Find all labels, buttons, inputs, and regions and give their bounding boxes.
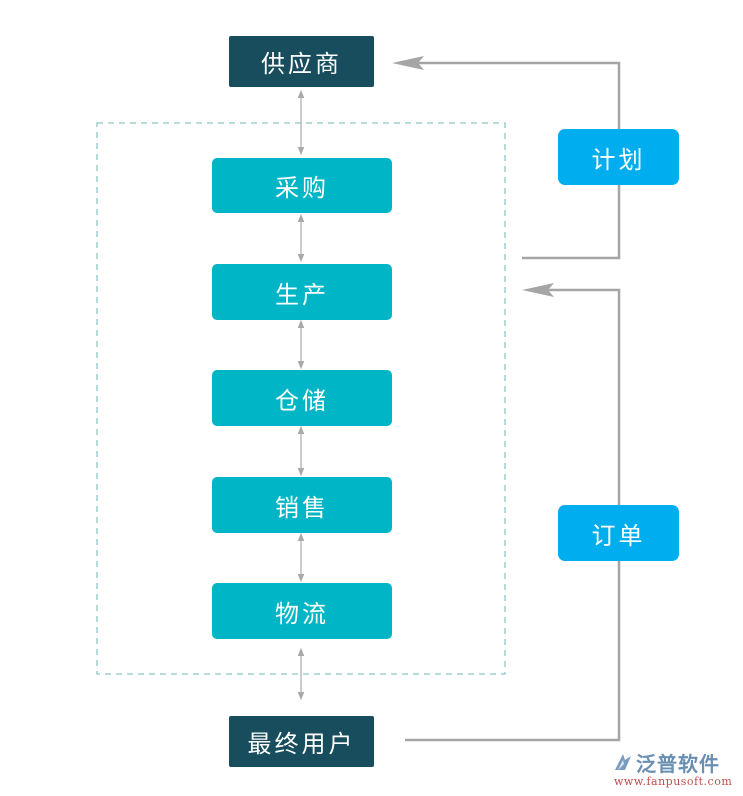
procurement-node: 采购 [212,158,392,213]
order-arrowhead [522,283,554,297]
logistics-label: 物流 [275,599,329,628]
production-node: 生产 [212,264,392,320]
watermark-brand: 泛普软件 [636,752,720,776]
production-label: 生产 [275,280,329,309]
supplier-label: 供应商 [261,50,342,78]
order-label: 订单 [591,521,646,550]
end-user-label: 最终用户 [247,730,356,758]
warehousing-node: 仓储 [212,370,392,426]
end-user-node: 最终用户 [229,716,374,767]
plan-label-box: 计划 [558,129,679,185]
logistics-node: 物流 [212,583,392,639]
sales-node: 销售 [212,477,392,533]
supplier-node: 供应商 [229,36,374,87]
brand-logo-icon [615,754,631,770]
order-label-box: 订单 [558,505,679,561]
watermark-logo: 泛普软件 www.fanpusoft.com [612,748,738,788]
procurement-label: 采购 [275,174,329,202]
plan-arrowhead [392,56,424,70]
sales-label: 销售 [275,493,329,522]
warehousing-label: 仓储 [275,386,329,415]
plan-label: 计划 [591,145,646,174]
watermark-url: www.fanpusoft.com [614,775,733,788]
